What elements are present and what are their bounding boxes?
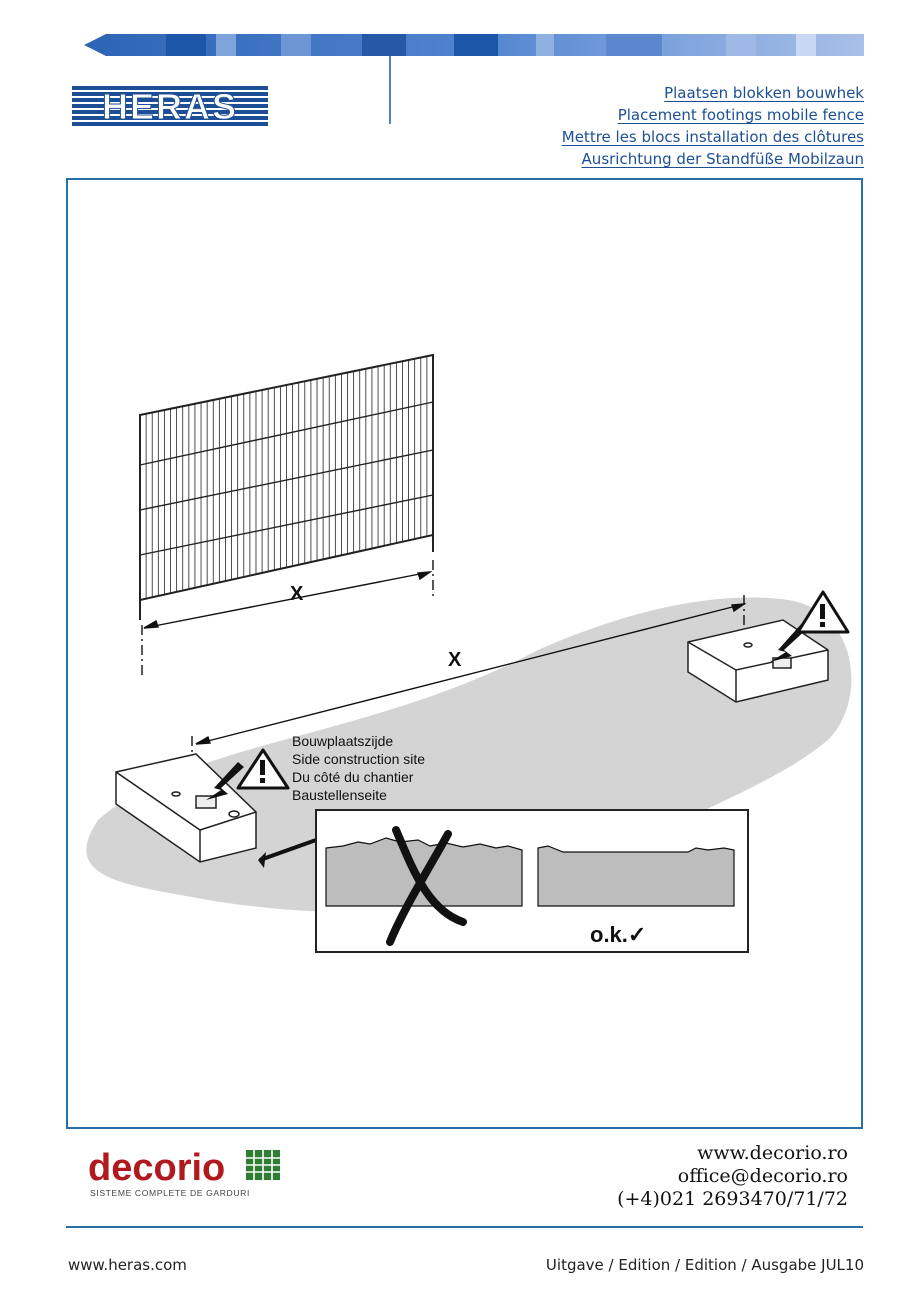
title-german: Ausrichtung der Standfüße Mobilzaun bbox=[581, 150, 864, 168]
fence-panel bbox=[139, 353, 434, 620]
level-ground bbox=[537, 845, 735, 907]
ok-label: o.k.✓ bbox=[590, 922, 646, 947]
title-french: Mettre les blocs installation des clôtur… bbox=[561, 128, 864, 146]
arrow-left-block bbox=[206, 762, 244, 800]
warning-triangle-icon bbox=[796, 590, 850, 634]
fence-placement-illustration: X X Bouwplaatszi bbox=[86, 353, 852, 953]
title-english: Placement footings mobile fence bbox=[617, 106, 864, 124]
footer-divider bbox=[66, 1226, 863, 1228]
title-dutch: Plaatsen blokken bouwhek bbox=[664, 84, 864, 102]
heras-logo-text: HERAS bbox=[102, 86, 238, 126]
fence-dimension-label: X bbox=[290, 583, 304, 605]
decorio-website[interactable]: www.decorio.ro bbox=[697, 1142, 848, 1164]
arrow-to-inset bbox=[258, 838, 317, 868]
side-label-english: Side construction site bbox=[292, 751, 425, 767]
illustration-frame bbox=[66, 178, 863, 1129]
side-label-german: Baustellenseite bbox=[292, 787, 387, 803]
decorio-phone: (+4)021 2693470/71/72 bbox=[617, 1188, 848, 1210]
heras-logo: HERAS bbox=[72, 86, 268, 126]
ground-comparison-inset: o.k.✓ bbox=[315, 809, 749, 953]
grid-fence-icon bbox=[246, 1150, 280, 1180]
side-construction-labels: Bouwplaatszijde Side construction site D… bbox=[292, 733, 429, 803]
fence-dimension-line bbox=[141, 560, 434, 675]
cross-mark bbox=[386, 826, 467, 946]
header-divider bbox=[389, 56, 391, 124]
footer-website[interactable]: www.heras.com bbox=[68, 1256, 187, 1274]
side-label-dutch: Bouwplaatszijde bbox=[292, 733, 393, 749]
blocks-dimension-label: X bbox=[448, 649, 462, 671]
ground-area bbox=[86, 597, 852, 913]
side-label-french: Du côté du chantier bbox=[292, 769, 414, 785]
header-decorative-band bbox=[66, 34, 864, 56]
decorio-logo-text: decorio bbox=[88, 1147, 225, 1189]
decorio-email[interactable]: office@decorio.ro bbox=[677, 1165, 848, 1187]
footer-edition: Uitgave / Edition / Edition / Ausgabe JU… bbox=[545, 1256, 864, 1274]
decorio-tagline: SISTEME COMPLETE DE GARDURI bbox=[90, 1188, 250, 1198]
decorio-logo: decorio SISTEME COMPLETE DE GARDURI bbox=[88, 1147, 280, 1198]
warning-triangle-icon bbox=[236, 748, 290, 790]
